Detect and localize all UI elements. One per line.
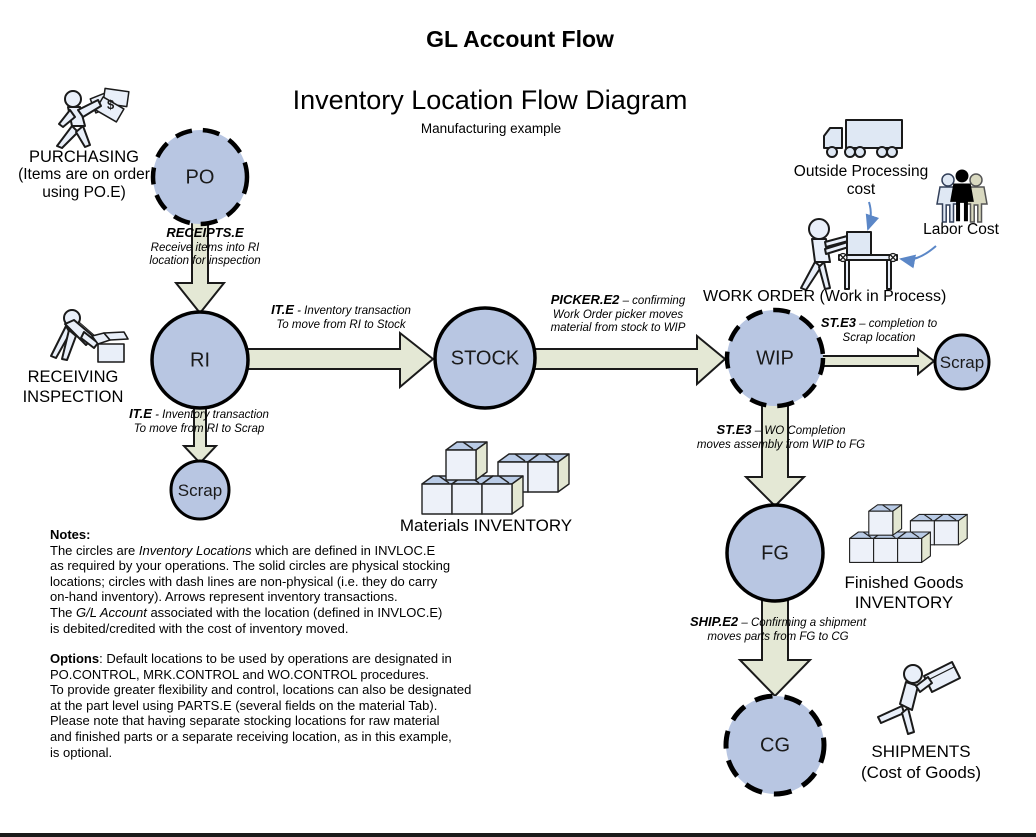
- notes-block: Notes: The circles are Inventory Locatio…: [50, 527, 451, 636]
- outside-processing-label: Outside Processing cost: [793, 163, 929, 198]
- node-cg-circle: [723, 693, 827, 797]
- truck-icon: [823, 119, 903, 158]
- workbench-icon: [800, 218, 898, 291]
- purchasing-person-icon: $: [56, 87, 130, 149]
- wip-box-icon: [846, 231, 872, 256]
- txn-ste3-fg-label: ST.E3 – WO Completion moves assembly fro…: [696, 422, 866, 451]
- shipments-label: SHIPMENTS (Cost of Goods): [861, 742, 981, 782]
- receiving-inspection-label: RECEIVING INSPECTION: [22, 368, 124, 406]
- page-bottom-border: [0, 833, 1036, 837]
- parcel-icon: [923, 661, 961, 693]
- txn-ste3-scrap-label: ST.E3 – completion to Scrap location: [820, 315, 938, 344]
- labor-cost-label: Labor Cost: [923, 221, 999, 238]
- node-scrap-right-circle: [933, 333, 991, 391]
- node-scrap-left-circle: [169, 459, 231, 521]
- diagram-title: Inventory Location Flow Diagram: [292, 85, 688, 115]
- node-po-circle: [150, 127, 250, 227]
- node-po-label: PO: [185, 166, 215, 189]
- receiving-person-icon: [50, 309, 129, 363]
- arrow-po-to-ri: [173, 219, 227, 315]
- node-wip-circle: [724, 307, 826, 409]
- options-block: Options: Default locations to be used by…: [50, 651, 472, 760]
- txn-it-scrap-label: IT.E - Inventory transaction To move fro…: [129, 406, 269, 435]
- node-fg-label: FG: [761, 542, 789, 565]
- node-cg-label: CG: [760, 734, 790, 757]
- node-stock-label: STOCK: [450, 347, 520, 370]
- arrow-wip-to-scrap: [821, 347, 936, 377]
- work-order-label: WORK ORDER (Work in Process): [703, 288, 947, 305]
- notes-heading: Notes:: [50, 527, 91, 542]
- node-ri-label: RI: [190, 349, 210, 372]
- node-wip-label: WIP: [756, 347, 794, 370]
- arrow-wip-to-fg: [743, 403, 807, 508]
- arrow-ri-to-scrap: [181, 405, 219, 465]
- arrow-ri-to-stock: [243, 330, 435, 390]
- finished-goods-label: Finished Goods INVENTORY: [844, 573, 964, 612]
- node-scrap-left-label: Scrap: [177, 481, 223, 500]
- txn-it-stock-label: IT.E - Inventory transaction To move fro…: [271, 302, 411, 331]
- purchasing-label: PURCHASING (Items are on order using PO.…: [18, 148, 150, 201]
- finished-goods-inventory-icon: [849, 504, 968, 563]
- node-stock-circle: [433, 306, 537, 410]
- txn-receipts-label: RECEIPTS.E Receive items into RI locatio…: [149, 225, 261, 267]
- svg-text:$: $: [107, 97, 115, 112]
- node-fg-circle: [725, 503, 825, 603]
- shipments-person-icon: [877, 661, 961, 735]
- diagram-subtitle: Manufacturing example: [420, 121, 562, 136]
- labor-people-icon: [936, 169, 988, 223]
- open-box-icon: [91, 331, 129, 363]
- materials-inventory-label: Materials INVENTORY: [399, 516, 573, 535]
- outside-processing-arrow: [865, 201, 880, 231]
- labor-cost-arrow: [899, 245, 937, 269]
- arrow-fg-to-cg: [737, 599, 813, 698]
- arrow-stock-to-wip: [532, 333, 727, 387]
- txn-ship-label: SHIP.E2 – Confirming a shipment moves pa…: [689, 614, 867, 643]
- txn-picker-label: PICKER.E2 – confirming Work Order picker…: [550, 292, 686, 334]
- node-scrap-right-label: Scrap: [939, 353, 985, 372]
- options-heading: Options: [50, 651, 100, 666]
- node-ri-circle: [150, 310, 250, 410]
- page-title: GL Account Flow: [426, 26, 614, 52]
- materials-inventory-icon: [421, 441, 570, 515]
